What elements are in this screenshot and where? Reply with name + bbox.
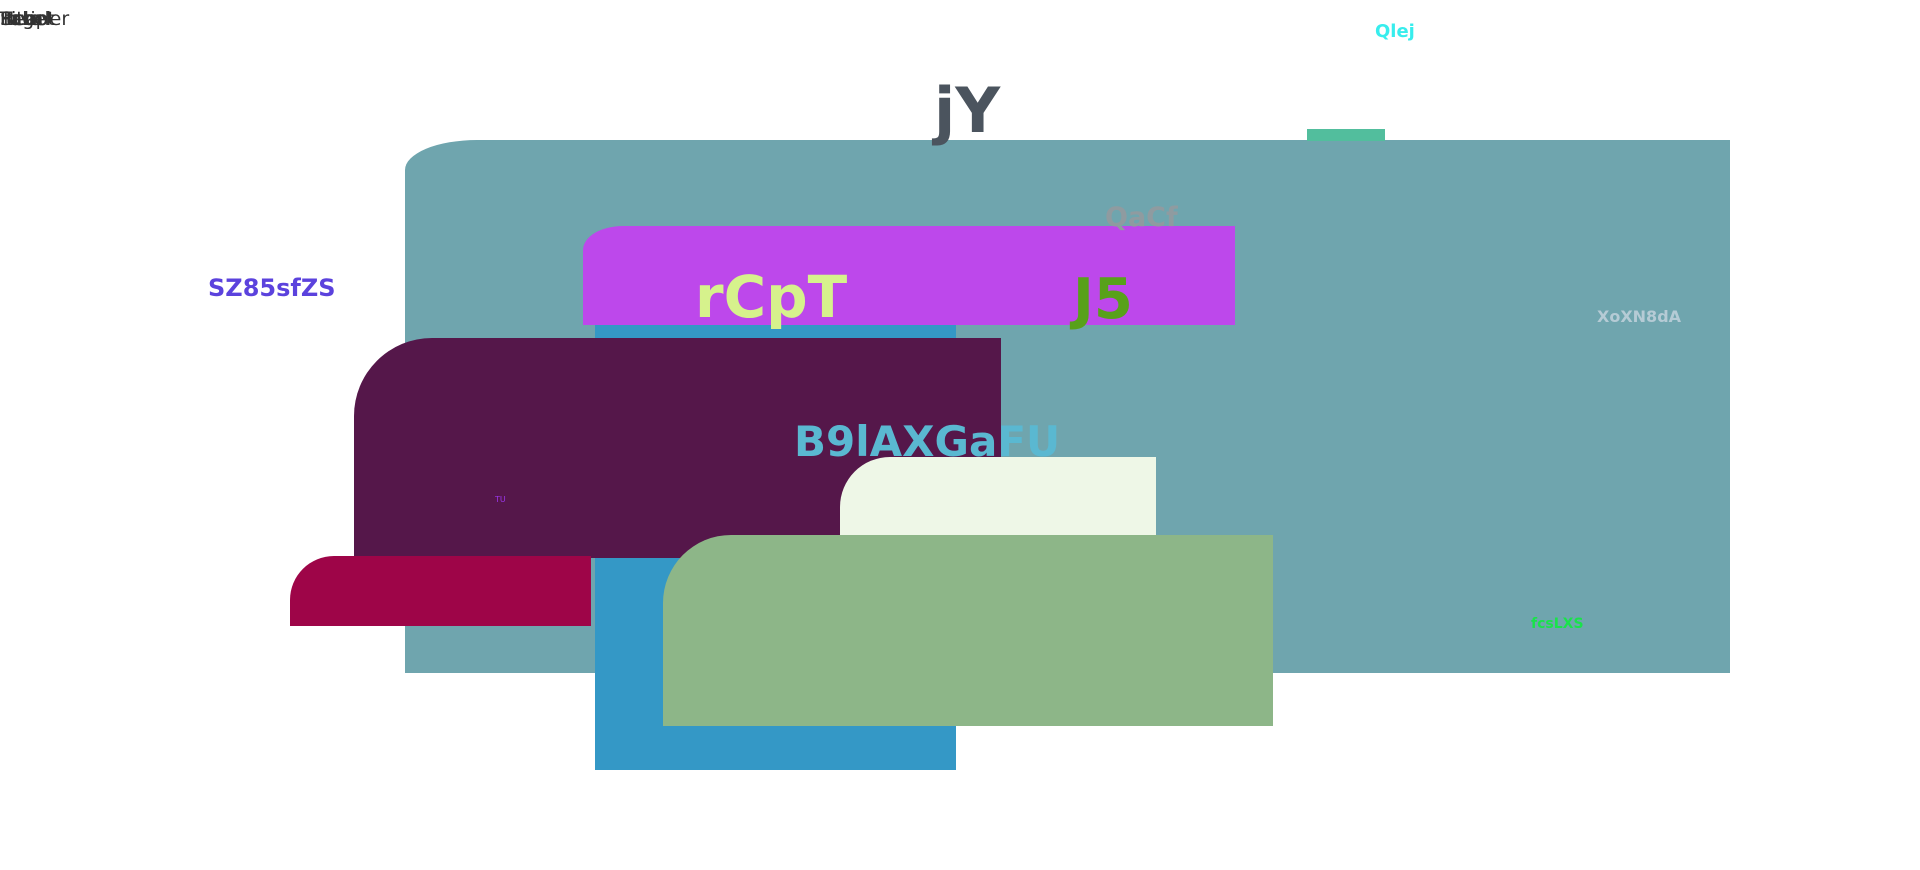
label-tu: TU [495,495,506,504]
mint-panel [840,457,1156,535]
label-j5: J5 [1073,267,1133,332]
overlapping-labels: Title Page Item Label Header Script [0,8,110,32]
overlap-word: Item [0,8,44,30]
crimson-panel [290,556,591,626]
label-qlej: Qlej [1375,21,1415,42]
overlap-word: Script [0,8,56,30]
overlap-word: Title [0,8,41,30]
label-xoxn8da: XoXN8dA [1597,307,1682,326]
sage-panel [663,535,1273,726]
overlap-word: Header [0,8,70,30]
overlap-word: Label [0,8,52,30]
magenta-panel [583,226,1235,325]
label-b9laxgafu: B9lAXGaFU [794,417,1061,466]
overlap-word: Page [0,8,46,30]
heading-jy: jY [934,74,1001,147]
label-sz85sfzs: SZ85sfZS [208,274,336,302]
label-qacf: QaCf [1105,202,1178,233]
label-rcpt: rCpT [695,263,848,331]
label-fcsl: fcsLXS [1531,616,1584,632]
tab-strip [1307,129,1385,141]
